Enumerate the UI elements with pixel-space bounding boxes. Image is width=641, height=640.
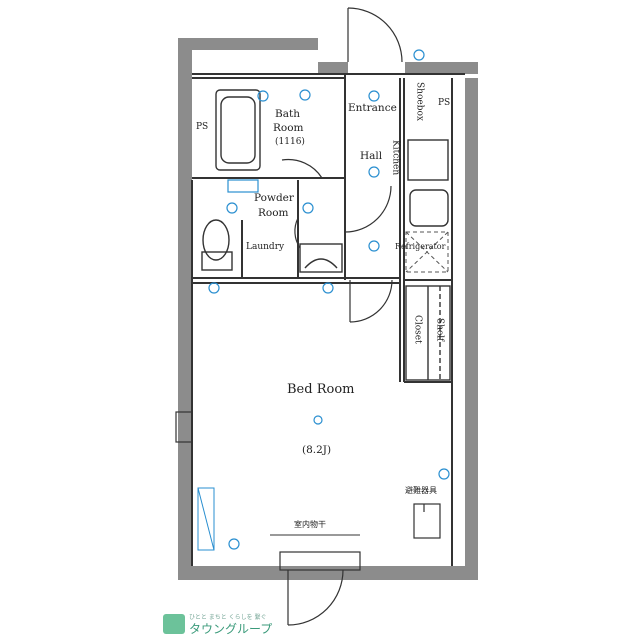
refrigerator-space bbox=[405, 231, 449, 273]
evacuation-equipment bbox=[413, 503, 441, 539]
doors bbox=[175, 7, 403, 626]
label-refrigerator: Refrigerator bbox=[395, 242, 446, 251]
label-bedroom: Bed Room bbox=[287, 382, 355, 397]
label-hanger: 室内物干 bbox=[294, 520, 326, 529]
label-bedroom-size: (8.2J) bbox=[302, 444, 332, 456]
bathtub bbox=[215, 89, 261, 171]
logo-tagline: ひとと まちと くらしを 繋ぐ bbox=[189, 614, 267, 621]
label-equipment: 避難器具 bbox=[405, 486, 437, 495]
closet bbox=[405, 285, 451, 381]
kitchen-sink bbox=[407, 139, 449, 227]
label-hall: Hall bbox=[360, 150, 383, 162]
label-powder-room: Room bbox=[258, 207, 289, 219]
logo-icon bbox=[163, 614, 185, 634]
electrical-fixtures bbox=[208, 49, 450, 550]
label-laundry: Laundry bbox=[246, 242, 285, 252]
exterior-walls bbox=[178, 38, 478, 580]
label-ps-right: PS bbox=[438, 98, 451, 108]
label-kitchen: Kitchen bbox=[390, 140, 401, 176]
label-closet: Closet bbox=[412, 315, 423, 344]
interior-walls bbox=[191, 73, 465, 566]
window-details bbox=[197, 487, 215, 551]
label-bath-size: (1116) bbox=[275, 137, 305, 147]
washer bbox=[299, 243, 343, 273]
label-shelf: Shelf bbox=[434, 318, 445, 342]
label-entrance: Entrance bbox=[348, 102, 397, 114]
label-bath-room: Room bbox=[273, 122, 304, 134]
label-ps-left: PS bbox=[196, 122, 209, 132]
toilet bbox=[201, 219, 233, 271]
label-shoebox: Shoebox bbox=[414, 82, 425, 121]
logo-name: タウングループ bbox=[189, 622, 273, 636]
company-logo: ひとと まちと くらしを 繋ぐ タウングループ bbox=[163, 612, 293, 636]
label-powder: Powder bbox=[254, 192, 294, 204]
label-bath: Bath bbox=[275, 108, 300, 120]
